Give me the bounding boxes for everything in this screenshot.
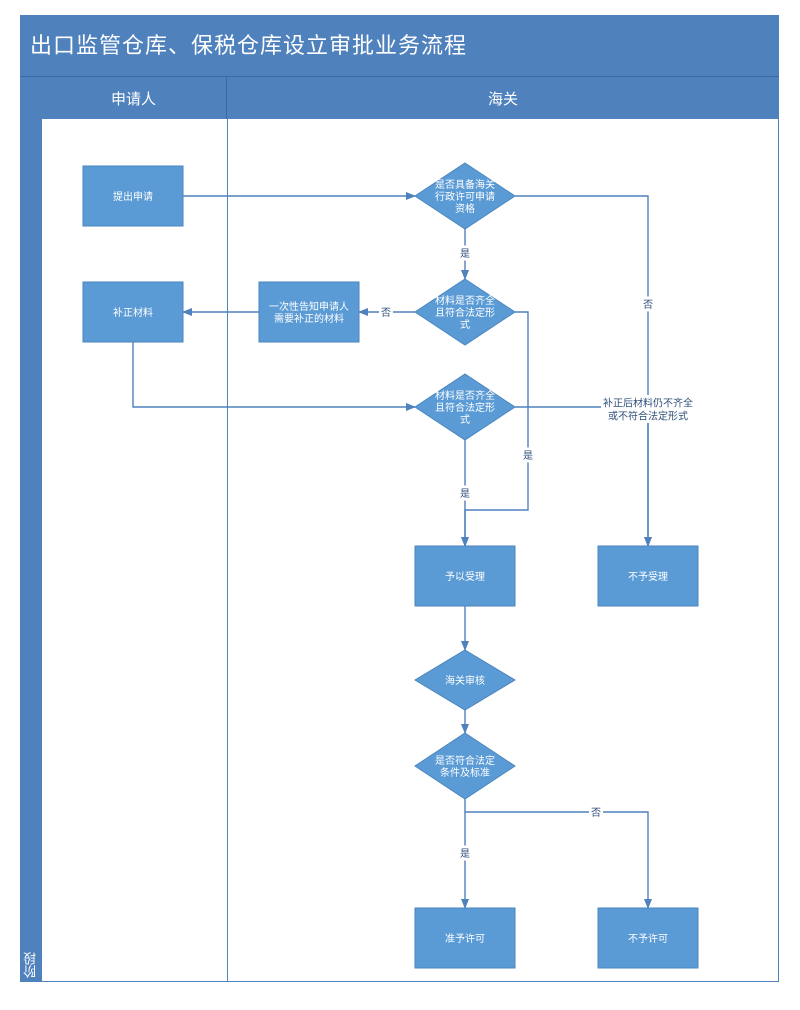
node-label: 式 [460, 413, 470, 426]
node-label: 式 [460, 318, 470, 331]
node-label: 且符合法定形 [435, 401, 495, 414]
edge-label-check_qual-to-check_mat1: 是 [458, 245, 472, 261]
phase-column: 阶段 [20, 77, 41, 982]
node-label: 准予许可 [445, 933, 485, 945]
edge-check_mat2-to-reject_accept [515, 406, 652, 547]
nodes-layer: 提出申请是否具备海关行政许可申请资格材料是否齐全且符合法定形式一次性告知申请人需… [82, 162, 699, 969]
process-box [597, 907, 699, 969]
edge-label-check_mat1-to-accept: 是 [521, 447, 535, 463]
edge-label-text: 或不符合法定形式 [608, 410, 688, 423]
node-supplement: 补正材料 [82, 281, 184, 343]
edge-label-check_mat1-to-notify: 否 [379, 304, 393, 320]
edge-label-bg [458, 245, 472, 261]
node-deny: 不予许可 [597, 907, 699, 969]
edge-label-bg [379, 304, 393, 320]
edge-label-text: 是 [523, 450, 533, 462]
node-label: 补正材料 [113, 306, 153, 319]
node-label: 材料是否齐全 [435, 389, 495, 402]
node-reject-accept: 不予受理 [597, 545, 699, 607]
edge-label-bg [641, 296, 655, 312]
edge-label-text: 是 [460, 248, 470, 260]
title-bar: 出口监管仓库、保税仓库设立审批业务流程 [20, 15, 779, 77]
node-accept: 予以受理 [414, 545, 516, 607]
node-label: 不予受理 [628, 571, 668, 583]
edge-label-bg [601, 395, 695, 423]
node-label: 不予许可 [628, 933, 668, 945]
edge-label-text: 否 [381, 307, 391, 319]
lane-applicant [41, 119, 228, 982]
process-box [414, 907, 516, 969]
process-box [258, 281, 360, 343]
edge-label-bg [458, 485, 472, 501]
lane-header-customs: 海关 [227, 77, 779, 119]
node-submit: 提出申请 [82, 165, 184, 227]
node-label: 且符合法定形 [435, 306, 495, 319]
process-box [597, 545, 699, 607]
node-label: 行政许可申请 [435, 190, 495, 203]
node-label: 材料是否齐全 [435, 294, 495, 307]
edge-supplement-to-check_mat2 [132, 342, 416, 411]
decision-diamond [414, 278, 516, 346]
node-label: 一次性告知申请人 [269, 300, 349, 313]
edge-label-text: 补正后材料仍不齐全 [603, 397, 693, 410]
process-box [82, 281, 184, 343]
process-box [414, 545, 516, 607]
edge-check_qual-to-reject_accept [515, 195, 652, 547]
decision-diamond [414, 649, 516, 711]
process-box [82, 165, 184, 227]
edge-label-text: 否 [643, 299, 653, 311]
node-label: 条件及标准 [440, 766, 490, 779]
edge-label-bg [589, 804, 603, 820]
node-label: 提出申请 [113, 190, 153, 203]
edge-label-check_cond-to-grant: 是 [458, 845, 472, 861]
edge-label-check_cond-to-deny: 否 [589, 804, 603, 820]
edge-label-check_mat2-to-accept: 是 [458, 485, 472, 501]
node-grant: 准予许可 [414, 907, 516, 969]
decision-diamond [414, 732, 516, 800]
node-review: 海关审核 [414, 649, 516, 711]
node-label: 需要补正的材料 [274, 312, 344, 325]
edge-label-text: 是 [460, 488, 470, 500]
node-label: 资格 [455, 202, 475, 215]
lane-header-applicant: 申请人 [41, 77, 227, 119]
edge-label-check_qual-to-reject_accept: 否 [641, 296, 655, 312]
diagram-title: 出口监管仓库、保税仓库设立审批业务流程 [30, 34, 468, 59]
decision-diamond [414, 162, 516, 230]
decision-diamond [414, 373, 516, 441]
node-label: 予以受理 [445, 571, 485, 583]
node-label: 是否具备海关 [435, 178, 495, 191]
edge-label-bg [458, 845, 472, 861]
edge-label-bg [521, 447, 535, 463]
edge-label-text: 是 [460, 848, 470, 860]
edges-layer [132, 192, 652, 909]
edge-label-text: 否 [591, 807, 601, 819]
node-label: 海关审核 [445, 674, 485, 687]
node-label: 是否符合法定 [435, 754, 495, 767]
edge-check_cond-to-deny [465, 811, 652, 909]
